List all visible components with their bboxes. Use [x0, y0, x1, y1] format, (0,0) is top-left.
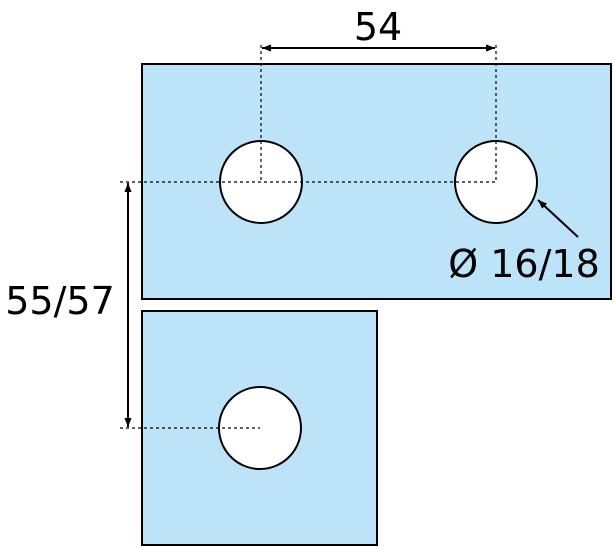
vertical-dimension-label: 55/57	[5, 279, 115, 323]
horizontal-dimension-label: 54	[354, 5, 402, 49]
diameter-label: Ø 16/18	[448, 242, 600, 286]
diameter-leader-line	[537, 199, 579, 238]
